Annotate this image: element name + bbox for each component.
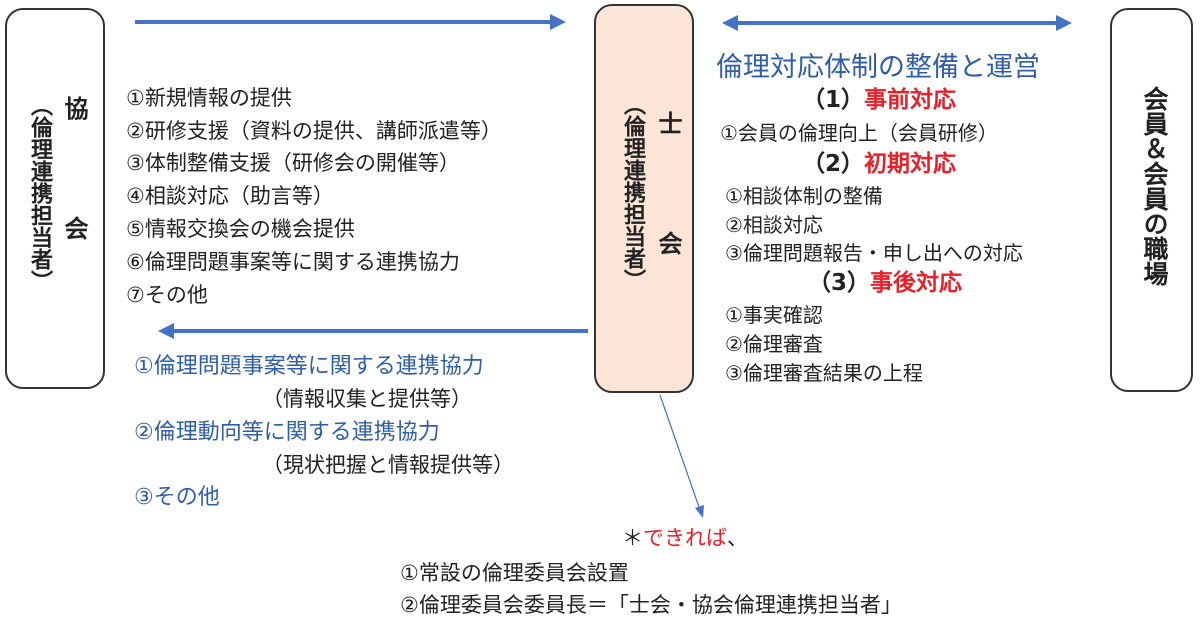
kyokai-box: 協 会 （倫理連携担当者） [5,8,105,389]
list-item: ②倫理動向等に関する連携協力 [134,420,440,445]
list-item: ⑥倫理問題事案等に関する連携協力 [126,250,460,274]
pointer-to-optional [659,394,704,518]
list-item: ②相談対応 [725,213,823,237]
members-box: 会員＆会員の職場 [1110,8,1193,392]
list-item: ③その他 [134,485,220,510]
list-item-note: （情報収集と提供等） [262,387,472,411]
shikai-title: 士 会 [654,111,682,255]
list-item: ①相談体制の整備 [725,184,883,208]
list-item: ⑦その他 [126,283,208,307]
section-heading: （1）事前対応 [802,89,956,112]
optional-label: できれば [643,526,727,550]
list-item: ①常設の倫理委員会設置 [400,561,629,585]
section-name: 初期対応 [864,151,957,177]
list-item: ④相談対応（助言等） [126,184,334,208]
arrow-to-shikai [135,14,566,30]
arrow-to-kyokai [158,323,588,339]
list-item: ①新規情報の提供 [126,86,292,110]
section-heading: （3）事後対応 [808,272,962,295]
list-item-note: （現状把握と情報提供等） [262,453,514,477]
shikai-box: 士 会 （倫理連携担当者） [594,4,694,393]
list-item: ①事実確認 [725,303,823,327]
section-name: 事前対応 [864,87,957,113]
list-item: ②倫理審査 [725,332,823,356]
list-item: ⑤情報交換会の機会提供 [126,217,355,241]
section-name: 事後対応 [870,270,963,296]
optional-suffix: 、 [727,526,748,550]
list-item: ①会員の倫理向上（会員研修） [720,121,998,145]
asterisk: ＊ [622,526,643,550]
ethics-title: 倫理対応体制の整備と運営 [716,52,1040,83]
shikai-subtitle: （倫理連携担当者） [620,93,645,291]
section-number: （3） [808,270,871,296]
section-number: （1） [802,87,865,113]
kyokai-title: 協 会 [60,96,88,240]
optional-heading: ＊できれば、 [622,528,748,549]
section-heading: （2）初期対応 [802,153,956,176]
list-item: ③体制整備支援（研修会の開催等） [126,151,460,175]
list-item: ①倫理問題事案等に関する連携協力 [134,354,484,379]
list-item: ③倫理審査結果の上程 [725,361,923,385]
list-item: ②倫理委員会委員長＝「士会・協会倫理連携担当者」 [400,593,902,617]
members-title: 会員＆会員の職場 [1140,86,1169,286]
kyokai-subtitle: （倫理連携担当者） [27,94,52,292]
double-arrow-members [722,15,1072,31]
list-item: ③倫理問題報告・申し出への対応 [725,241,1023,265]
list-item: ②研修支援（資料の提供、講師派遣等） [126,119,502,143]
section-number: （2） [802,151,865,177]
